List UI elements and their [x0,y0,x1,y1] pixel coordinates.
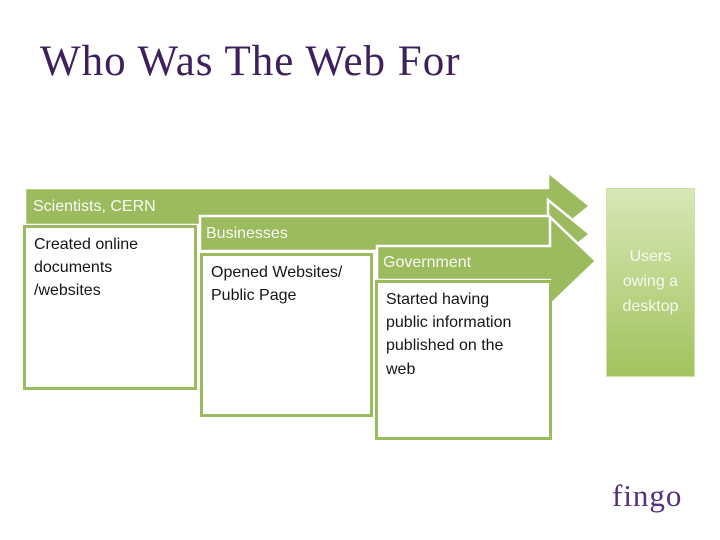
outcome-box-users: Users owing a desktop [606,188,695,377]
step-body-scientists: Created online documents /websites [23,225,197,390]
step-header-scientists: Scientists, CERN [33,197,156,215]
step-body-government: Started having public information publis… [375,280,552,440]
step-body-businesses: Opened Websites/ Public Page [200,253,373,417]
slide-title: Who Was The Web For [40,38,461,85]
fingo-logo: fingo [612,478,683,513]
step-header-businesses: Businesses [206,224,288,242]
step-header-government: Government [383,254,472,271]
